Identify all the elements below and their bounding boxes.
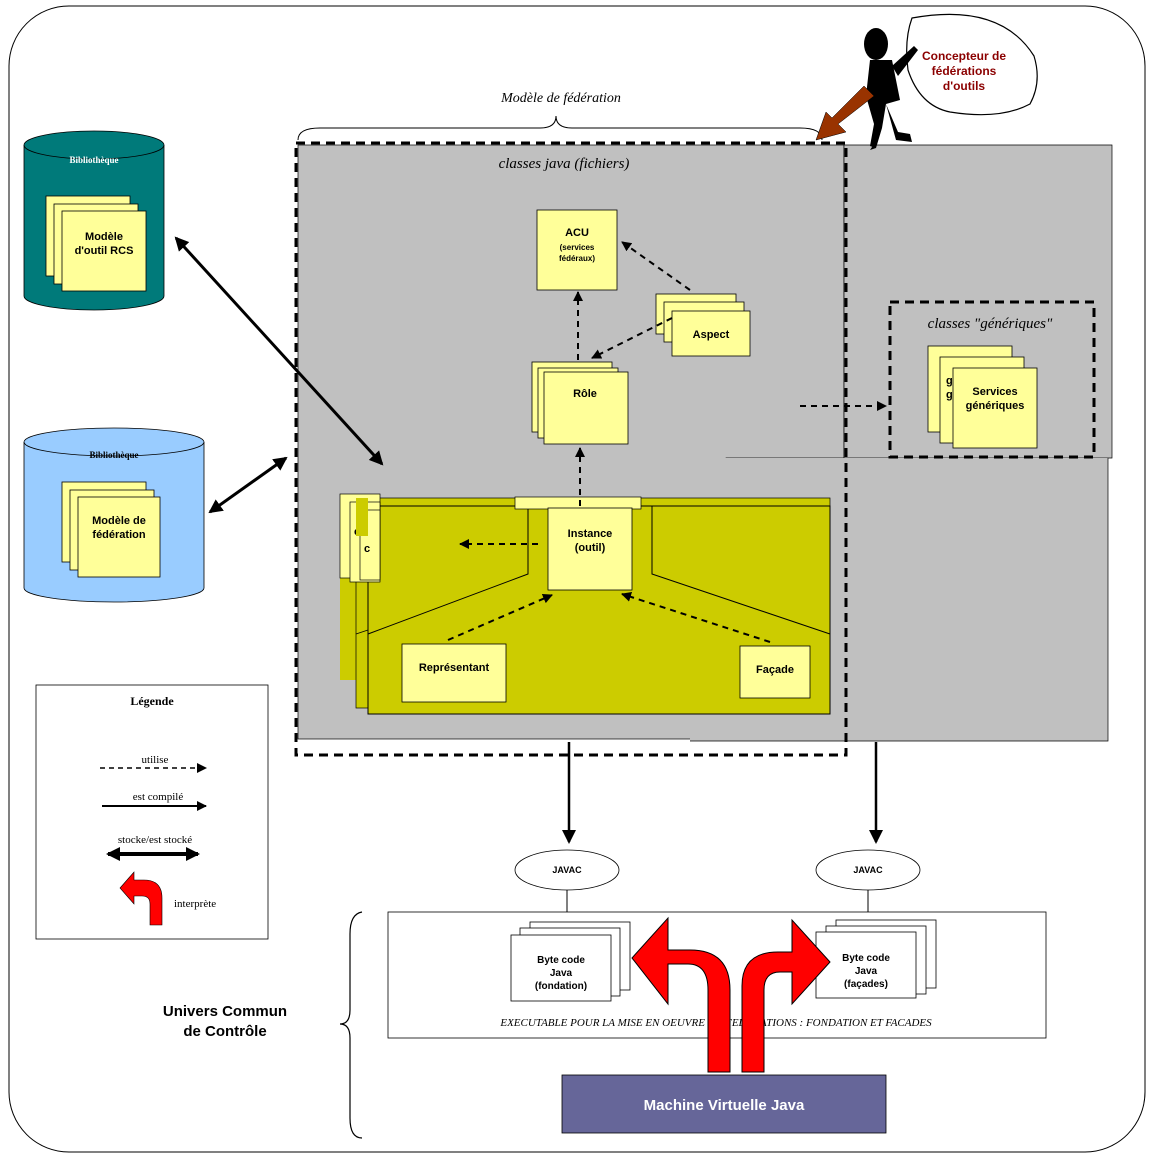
univers-label-line1: Univers Commun bbox=[163, 1003, 287, 1020]
jvm-box: Machine Virtuelle Java bbox=[561, 1074, 887, 1134]
interprets-arrow-right-shape bbox=[741, 918, 831, 1073]
svg-text:Services: Services bbox=[972, 386, 1017, 398]
svg-text:ACU: ACU bbox=[565, 227, 589, 239]
univers-label-line2: de Contrôle bbox=[183, 1023, 266, 1040]
svg-text:Concepteur de: Concepteur de bbox=[922, 49, 1006, 63]
univers-brace bbox=[339, 911, 363, 1139]
svg-text:utilise: utilise bbox=[142, 754, 169, 766]
svg-text:Java: Java bbox=[855, 966, 878, 977]
svg-text:JAVAC: JAVAC bbox=[552, 865, 582, 875]
acu-note: ACU (services fédéraux) bbox=[536, 209, 618, 291]
svg-text:Façade: Façade bbox=[756, 664, 794, 676]
interprets-arrow-left-icon bbox=[631, 916, 731, 1073]
svg-text:stocke/est stocké: stocke/est stocké bbox=[118, 834, 192, 846]
svg-text:Représentant: Représentant bbox=[419, 662, 490, 674]
designer-figure-icon bbox=[864, 13, 1038, 150]
svg-text:d'outil RCS: d'outil RCS bbox=[75, 245, 134, 257]
svg-text:Rôle: Rôle bbox=[573, 388, 597, 400]
svg-text:interprète: interprète bbox=[174, 898, 216, 910]
javac-left: JAVAC bbox=[514, 849, 620, 891]
svg-text:Modèle de: Modèle de bbox=[92, 515, 146, 527]
svg-text:Bibliothèque: Bibliothèque bbox=[69, 155, 118, 165]
library-federation: Bibliothèque Modèle de fédération bbox=[23, 427, 205, 603]
generic-classes-label: classes "génériques" bbox=[928, 316, 1053, 332]
svg-text:Byte code: Byte code bbox=[842, 953, 890, 964]
svg-text:(outil): (outil) bbox=[575, 542, 606, 554]
javac-right: JAVAC bbox=[815, 849, 921, 891]
svg-text:Byte code: Byte code bbox=[537, 955, 585, 966]
svg-text:fédéraux): fédéraux) bbox=[559, 254, 595, 263]
uses-arrows bbox=[447, 241, 887, 643]
svg-text:JAVAC: JAVAC bbox=[853, 865, 883, 875]
role-note: Rôle bbox=[531, 361, 629, 445]
library-rcs: Bibliothèque Modèle d'outil RCS bbox=[23, 130, 165, 311]
svg-text:(fondation): (fondation) bbox=[535, 981, 587, 992]
svg-text:(services: (services bbox=[560, 243, 595, 252]
designer-arrow-icon bbox=[815, 85, 875, 141]
java-classes-label: classes java (fichiers) bbox=[499, 156, 630, 172]
store-arrows bbox=[174, 236, 384, 514]
legend: Légende utilise est compilé stocke/est s… bbox=[35, 684, 269, 940]
instance-note: Instance (outil) bbox=[547, 507, 633, 591]
svg-text:fédérations: fédérations bbox=[932, 64, 997, 78]
svg-text:g: g bbox=[946, 375, 953, 387]
model-brace-label: Modèle de fédération bbox=[500, 91, 621, 106]
svg-text:est compilé: est compilé bbox=[133, 791, 184, 803]
bytecode-fondation: Byte code Java (fondation) bbox=[510, 921, 631, 1002]
svg-text:Instance: Instance bbox=[568, 528, 613, 540]
generic-services-note: g g Services génériques bbox=[927, 345, 1038, 449]
svg-text:g: g bbox=[946, 389, 953, 401]
svg-text:génériques: génériques bbox=[966, 400, 1025, 412]
svg-text:Légende: Légende bbox=[130, 694, 174, 708]
svg-text:Bibliothèque: Bibliothèque bbox=[89, 450, 138, 460]
model-brace bbox=[297, 115, 823, 141]
facade-note: Façade bbox=[739, 645, 811, 699]
svg-text:fédération: fédération bbox=[92, 529, 145, 541]
svg-text:Java: Java bbox=[550, 968, 573, 979]
svg-text:Aspect: Aspect bbox=[693, 329, 730, 341]
svg-text:d'outils: d'outils bbox=[943, 79, 986, 93]
svg-text:Modèle: Modèle bbox=[85, 231, 123, 243]
designer-label: Concepteur de fédérations d'outils bbox=[922, 49, 1006, 93]
interprets-icon bbox=[119, 871, 163, 926]
representant-note: Représentant bbox=[401, 643, 507, 703]
svg-text:c: c bbox=[364, 543, 370, 555]
svg-text:Machine Virtuelle Java: Machine Virtuelle Java bbox=[644, 1097, 805, 1114]
aspect-note: Aspect bbox=[655, 293, 751, 357]
bytecode-facades: Byte code Java (façades) bbox=[815, 919, 937, 999]
svg-text:(façades): (façades) bbox=[844, 979, 888, 990]
